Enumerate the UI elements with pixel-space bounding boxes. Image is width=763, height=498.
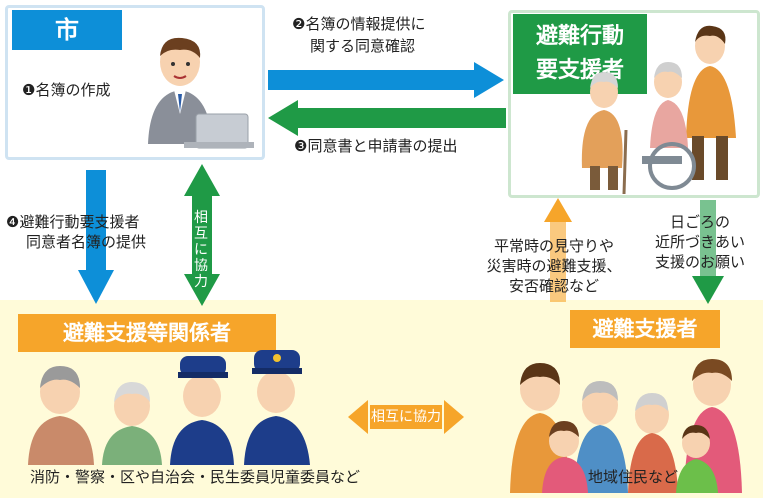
watch-line3: 安否確認など: [508, 277, 599, 295]
request-line1: 日ごろの: [669, 213, 730, 231]
step4-line2: 同意者名簿の提供: [26, 233, 147, 251]
request-line2: 近所づきあい: [654, 233, 745, 251]
arrow-mutual-vertical: [184, 164, 220, 306]
step2-line1: ❷名簿の情報提供に: [292, 15, 426, 33]
relations-caption: 消防・警察・区や自治会・民生委員児童委員など: [30, 468, 361, 486]
relations-title: 避難支援等関係者: [18, 314, 276, 352]
watch-line2: 災害時の避難支援、: [486, 257, 622, 275]
request-line3: 支援のお願い: [654, 253, 745, 271]
relations-people-illustration: [28, 350, 310, 465]
city-officer-illustration: [148, 37, 254, 149]
city-title: 市: [12, 10, 122, 50]
arrow-request-down: [692, 200, 724, 304]
arrow-step4: [78, 170, 114, 304]
elderly-people-illustration: [581, 25, 736, 195]
arrow-support-up: [544, 198, 572, 302]
mutual-horizontal-label: 相互に協力: [370, 405, 442, 429]
supporters-people-illustration: [510, 359, 742, 493]
watch-line1: 平常時の見守りや: [493, 237, 614, 255]
supporters-caption: 地域住民など: [588, 468, 679, 486]
step3-label: ❸同意書と申請書の提出: [294, 137, 458, 155]
arrow-step3: [268, 100, 506, 136]
arrow-step2: [268, 62, 504, 98]
target-title-line1: 避難行動: [535, 24, 624, 49]
supporters-title: 避難支援者: [570, 310, 720, 348]
mutual-vertical-label: 相互に協力: [194, 210, 208, 290]
target-title: 避難行動 要支援者: [513, 14, 647, 94]
arrow-mutual-horizontal: [348, 400, 464, 434]
step2-line2: 関する同意確認: [310, 37, 416, 55]
step1-label: ❶名簿の作成: [22, 81, 111, 99]
step4-line1: ❹避難行動要支援者: [6, 213, 140, 231]
